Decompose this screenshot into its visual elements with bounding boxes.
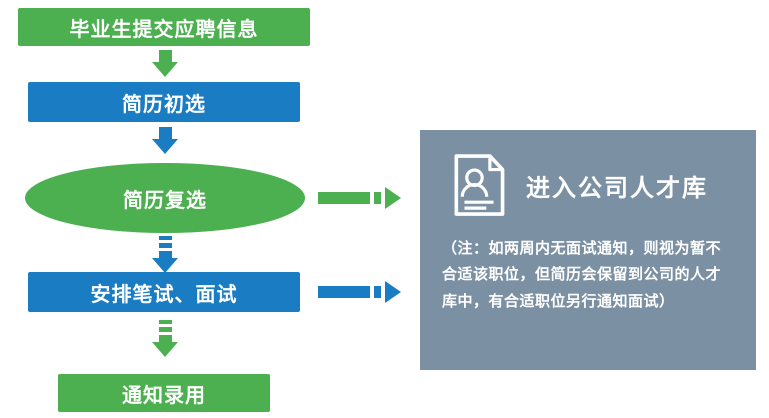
flow-step-arrange-tests-interviews: 安排笔试、面试	[28, 272, 300, 312]
arrow-head	[385, 281, 401, 303]
arrow-stripe	[158, 243, 172, 248]
down-arrow-4-striped	[152, 320, 178, 357]
down-arrow-3-striped	[152, 236, 178, 273]
arrow-shaft	[158, 50, 172, 62]
right-arrow-to-talent-pool-blue	[318, 281, 401, 303]
arrow-stripe	[366, 192, 370, 204]
flow-step-resume-second-screening: 简历复选	[25, 163, 305, 233]
arrow-stripe	[158, 327, 172, 332]
document-person-icon	[454, 154, 505, 216]
arrow-shaft	[158, 335, 172, 342]
talent-pool-panel: 进入公司人才库 （注：如两周内无面试通知，则视为暂不合适该职位，但简历会保留到公…	[420, 130, 756, 370]
arrow-shaft	[158, 127, 172, 139]
arrow-head	[152, 258, 178, 273]
flow-step-resume-initial-screening: 简历初选	[28, 82, 300, 122]
arrow-head	[152, 342, 178, 357]
arrow-head	[152, 139, 178, 154]
arrow-stripe	[374, 192, 381, 204]
arrow-shaft	[318, 286, 366, 298]
down-arrow-2	[152, 127, 178, 154]
arrow-head	[152, 62, 178, 77]
arrow-stripe	[366, 286, 370, 298]
flow-step-submit-application: 毕业生提交应聘信息	[18, 8, 310, 46]
talent-pool-note: （注：如两周内无面试通知，则视为暂不合适该职位，但简历会保留到公司的人才库中，有…	[442, 240, 722, 310]
down-arrow-1	[152, 50, 178, 77]
arrow-head	[385, 187, 401, 209]
right-arrow-to-talent-pool-green	[318, 187, 401, 209]
arrow-shaft	[318, 192, 366, 204]
arrow-stripe	[374, 286, 381, 298]
arrow-stripe	[158, 320, 172, 324]
arrow-stripe	[158, 236, 172, 240]
arrow-shaft	[158, 251, 172, 258]
flow-step-offer-notification: 通知录用	[58, 374, 270, 412]
talent-pool-header: 进入公司人才库	[442, 152, 736, 218]
talent-pool-title: 进入公司人才库	[526, 174, 708, 202]
